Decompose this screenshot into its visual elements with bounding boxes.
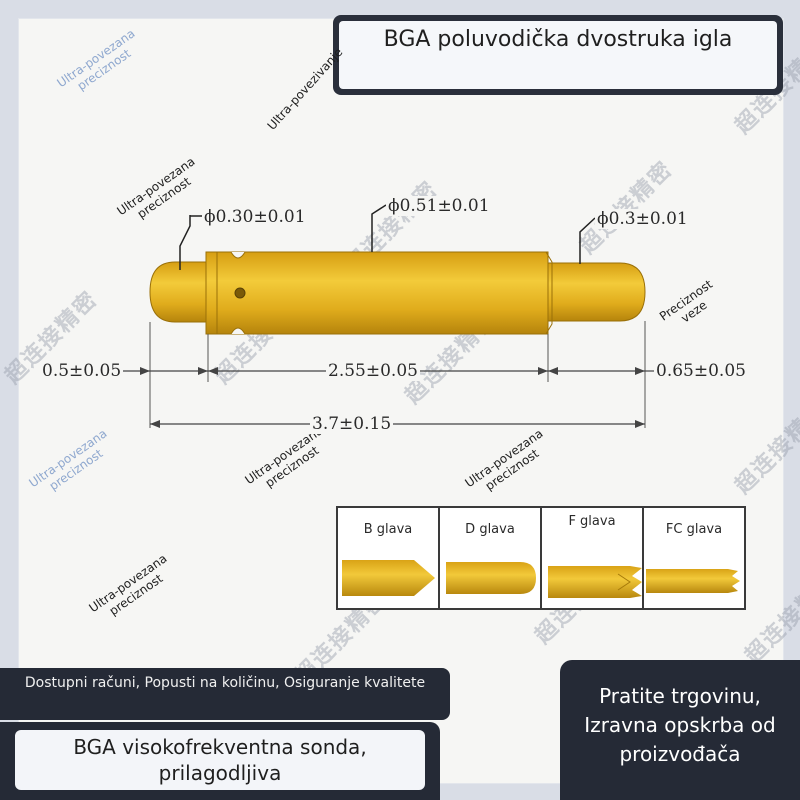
head-type-b: B glava [338,508,440,608]
product-name: BGA visokofrekventna sonda, prilagodljiv… [15,730,425,790]
head-types-table: B glava D glava F glava FC glava [336,506,746,610]
product-banner: BGA visokofrekventna sonda, prilagodljiv… [0,722,440,800]
dim-total-length: 3.7±0.15 [310,414,394,434]
dim-left-length: 0.5±0.05 [40,361,124,381]
page-title: BGA poluvodička dvostruka igla [339,21,777,89]
head-label: FC glava [665,522,723,537]
dim-mid-length: 2.55±0.05 [326,361,420,381]
head-type-fc: FC glava [644,508,744,608]
head-label: B glava [363,522,413,537]
title-panel: BGA poluvodička dvostruka igla [333,15,783,95]
head-label: D glava [465,522,515,537]
dim-mid-diameter: ϕ0.51±0.01 [386,196,492,216]
probe-barrel [205,251,549,335]
crown-tip-icon [548,566,642,598]
head-label: F glava [568,514,616,529]
head-type-f: F glava [542,508,644,608]
features-banner: Dostupni računi, Popusti na količinu, Os… [0,668,450,720]
dim-left-diameter: ϕ0.30±0.01 [202,207,308,227]
dim-right-diameter: ϕ0.3±0.01 [595,209,690,229]
probe-left-plunger [149,261,213,323]
follow-store-banner[interactable]: Pratite trgovinu, Izravna opskrba od pro… [560,660,800,800]
round-tip-icon [446,562,536,594]
diagram-canvas [18,18,784,784]
head-type-d: D glava [440,508,542,608]
pointed-tip-icon [342,560,435,596]
crown-small-tip-icon [646,569,740,593]
probe-right-plunger [544,262,646,322]
dim-right-length: 0.65±0.05 [654,361,748,381]
